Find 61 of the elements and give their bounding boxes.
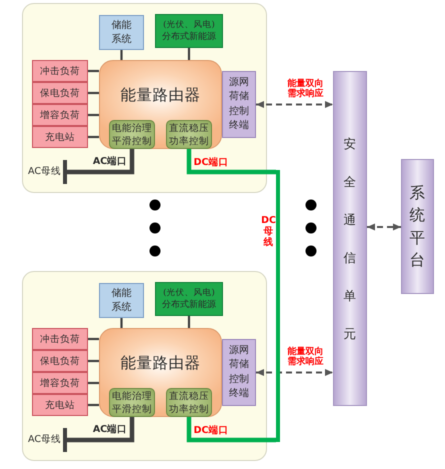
edge-label: 能量双向需求响应 (286, 347, 324, 367)
bus-bar (276, 170, 280, 442)
connector-line (88, 338, 99, 340)
energy-source-box (155, 14, 223, 48)
storage-box: 储能系统 (99, 283, 144, 318)
control-box: 直流稳压功率控制 (166, 120, 212, 149)
connector-line (67, 149, 134, 174)
connector-line (188, 316, 190, 328)
load-box: 保电负荷 (32, 82, 88, 104)
double-arrow (256, 369, 333, 376)
double-arrow (256, 101, 333, 108)
panel (22, 3, 267, 193)
connector-line (88, 70, 99, 72)
bus-label: AC母线 (27, 165, 61, 178)
terminal-box: 源网荷储控制终端 (222, 71, 256, 138)
connector-line (120, 318, 123, 328)
edge-label: DC端口 (192, 157, 230, 169)
load-box: 增容负荷 (32, 104, 88, 126)
connector-line (186, 417, 276, 442)
edge-label: AC端口 (92, 156, 128, 168)
source-note: (光伏、风电) (163, 18, 215, 30)
double-arrow (367, 224, 401, 230)
connector-line (188, 48, 190, 60)
connector-line (88, 136, 99, 138)
connector-line (88, 360, 99, 362)
terminal-box: 源网荷储控制终端 (222, 339, 256, 406)
router-title: 能量路由器 (120, 86, 200, 104)
connector-line (88, 92, 99, 94)
load-box: 保电负荷 (32, 350, 88, 372)
load-box: 冲击负荷 (32, 328, 88, 350)
load-box: 充电站 (32, 126, 88, 148)
edge-label: 能量双向需求响应 (286, 79, 324, 99)
connector-line (186, 149, 276, 174)
storage-box: 储能系统 (99, 15, 144, 50)
connector-line (88, 382, 99, 384)
control-box: 电能治理平滑控制 (109, 388, 155, 417)
source-label: 分布式新能源 (162, 30, 216, 44)
comm-unit-box: 安全通信单元 (333, 71, 367, 406)
bus-bar (63, 160, 67, 184)
panel (22, 271, 267, 461)
load-box: 充电站 (32, 394, 88, 416)
load-box: 冲击负荷 (32, 60, 88, 82)
edge-label: DC端口 (192, 425, 230, 437)
connector-line (120, 50, 123, 60)
energy-source-box (155, 282, 223, 316)
bus-label: AC母线 (27, 433, 61, 446)
control-box: 电能治理平滑控制 (109, 120, 155, 149)
bus-bar (63, 428, 67, 452)
router-title: 能量路由器 (120, 354, 200, 372)
router-box (99, 328, 222, 417)
platform-box: 系统平台 (401, 159, 434, 294)
source-note: (光伏、风电) (163, 286, 215, 298)
bus-label: DC母线 (261, 215, 276, 248)
load-box: 增容负荷 (32, 372, 88, 394)
source-label: 分布式新能源 (162, 298, 216, 312)
connector-line (67, 417, 134, 442)
edge-label: AC端口 (92, 424, 128, 436)
connector-line (88, 114, 99, 116)
control-box: 直流稳压功率控制 (166, 388, 212, 417)
router-box (99, 60, 222, 149)
connector-line (88, 404, 99, 406)
